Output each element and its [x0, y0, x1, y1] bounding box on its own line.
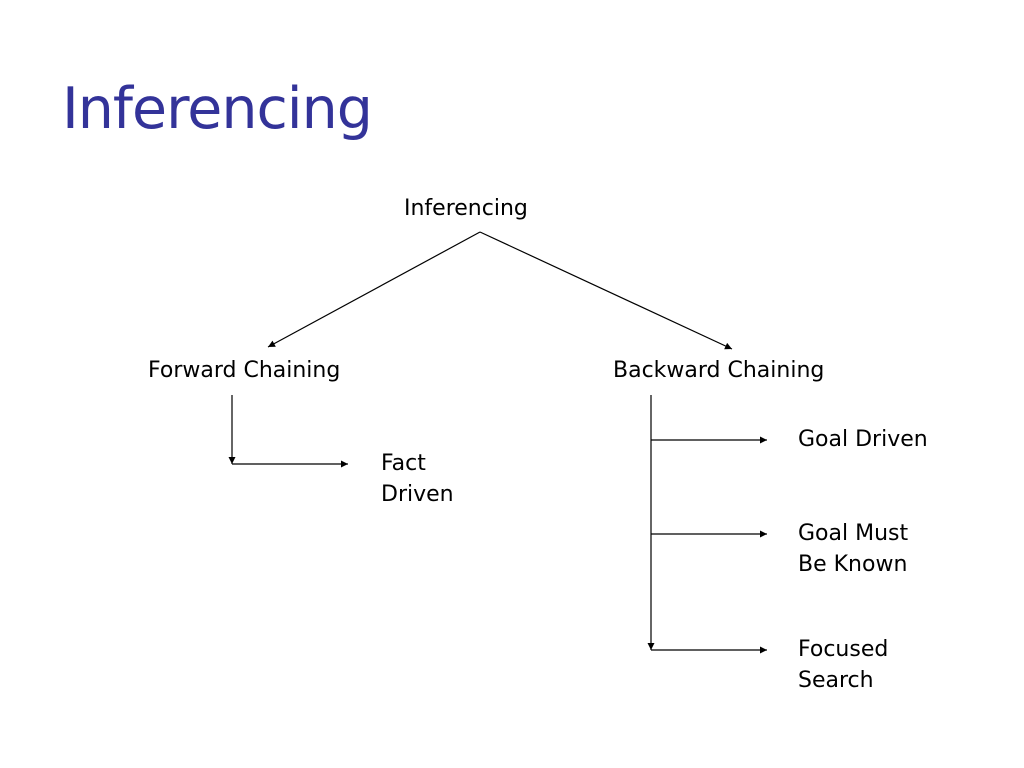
node-inferencing: Inferencing — [404, 196, 528, 221]
node-fact-driven: Fact Driven — [381, 451, 454, 507]
edge-root-to-forward — [267, 231, 481, 348]
node-focused-search: Focused Search — [798, 637, 889, 693]
node-forward-chaining: Forward Chaining — [148, 358, 341, 383]
node-backward-chaining: Backward Chaining — [613, 358, 825, 383]
node-goal-must-be-known: Goal Must Be Known — [798, 521, 909, 577]
slide-title: Inferencing — [62, 76, 373, 142]
edge-root-to-backward — [479, 231, 733, 350]
node-goal-driven: Goal Driven — [798, 427, 928, 452]
